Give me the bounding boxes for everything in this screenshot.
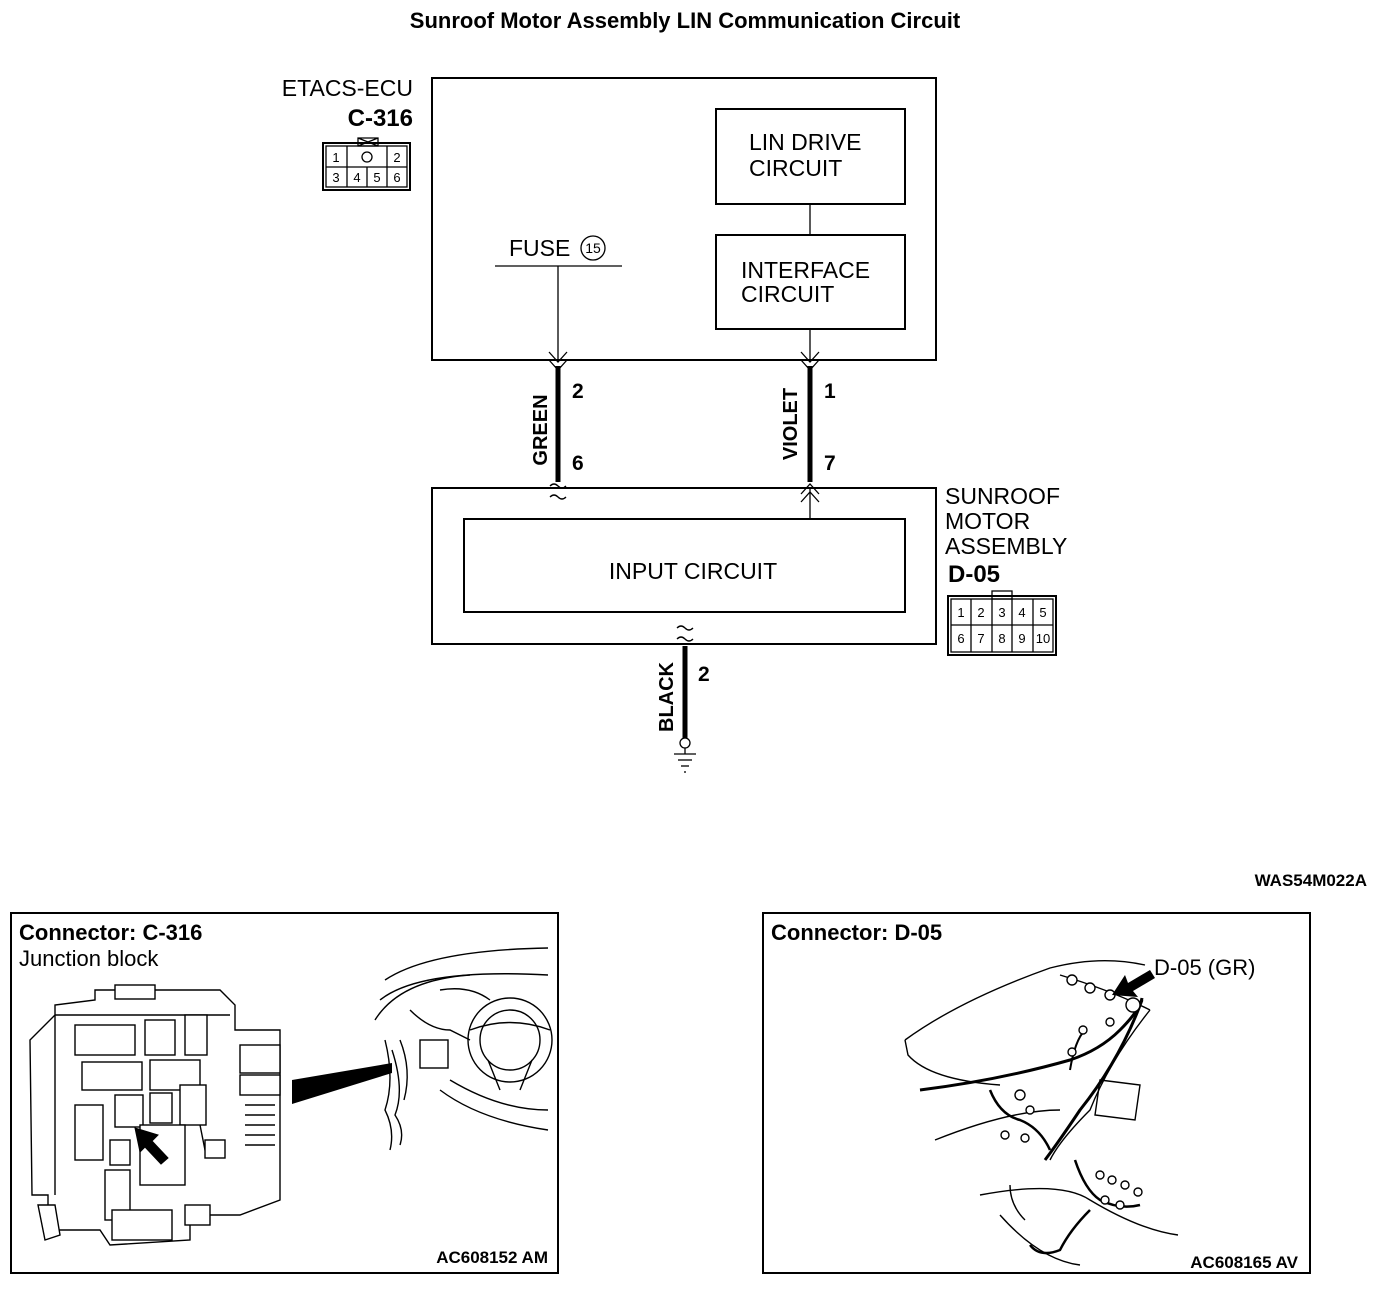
violet-pin-top: 1	[824, 380, 836, 403]
fuse-label: FUSE	[509, 235, 570, 261]
c316-pin-1: 1	[332, 150, 339, 165]
diagram-title: Sunroof Motor Assembly LIN Communication…	[410, 8, 961, 33]
roof-harness-illustration	[904, 959, 1179, 1266]
connector-panel-d05	[762, 912, 1311, 1274]
interface-label-line2: CIRCUIT	[741, 281, 834, 307]
panel-c316-code: AC608152 AM	[436, 1248, 548, 1267]
d05-pin-5: 5	[1039, 605, 1046, 620]
violet-wire	[800, 351, 820, 503]
d05-location-arrow	[1112, 970, 1155, 997]
etacs-ecu-label: ETACS-ECU	[282, 75, 413, 101]
c316-connector-label: C-316	[348, 105, 413, 132]
c316-pin-4: 4	[353, 170, 360, 185]
ground-icon	[674, 753, 696, 773]
c316-pin-2: 2	[393, 150, 400, 165]
d05-pin-2: 2	[977, 605, 984, 620]
connector-panel-c316	[10, 912, 559, 1274]
c316-connector-face: 1 2 3 4 5 6	[322, 137, 411, 191]
sunroof-label-line2: MOTOR	[945, 508, 1030, 534]
sunroof-label-line3: ASSEMBLY	[945, 533, 1067, 559]
black-pin: 2	[698, 663, 710, 686]
black-wire-label: BLACK	[656, 661, 678, 732]
sunroof-label-line1: SUNROOF	[945, 483, 1060, 509]
violet-wire-label: VIOLET	[780, 388, 802, 460]
d05-pin-6: 6	[957, 631, 964, 646]
interface-label-line1: INTERFACE	[741, 257, 870, 283]
lin-drive-label-line1: LIN DRIVE	[749, 129, 861, 155]
d05-pin-8: 8	[998, 631, 1005, 646]
panel-d05-callout: D-05 (GR)	[1154, 955, 1255, 980]
c316-pin-6: 6	[393, 170, 400, 185]
d05-connector-label: D-05	[948, 561, 1000, 588]
zoom-pointer	[292, 1063, 392, 1104]
sunroof-motor-box	[431, 487, 937, 645]
d05-pin-4: 4	[1018, 605, 1025, 620]
junction-block-illustration	[29, 984, 281, 1246]
input-circuit-label: INPUT CIRCUIT	[609, 558, 777, 584]
green-pin-bottom: 6	[572, 452, 584, 475]
green-wire-label: GREEN	[530, 394, 552, 465]
input-circuit-box	[463, 518, 906, 613]
panel-d05-title: Connector: D-05	[771, 920, 942, 945]
d05-pin-10: 10	[1036, 631, 1050, 646]
fuse-number-circle	[580, 235, 606, 261]
green-wire	[548, 351, 568, 500]
d05-pin-3: 3	[998, 605, 1005, 620]
lin-drive-label-line2: CIRCUIT	[749, 155, 842, 181]
green-pin-top: 2	[572, 380, 584, 403]
violet-pin-bottom: 7	[824, 452, 836, 475]
junction-block-arrow	[134, 1127, 169, 1165]
d05-pin-1: 1	[957, 605, 964, 620]
panel-d05-code: AC608165 AV	[1190, 1253, 1298, 1272]
etacs-ecu-box	[431, 77, 937, 361]
d05-pin-9: 9	[1018, 631, 1025, 646]
panel-c316-subtitle: Junction block	[19, 946, 159, 971]
dashboard-illustration	[374, 947, 553, 1151]
d05-pin-7: 7	[977, 631, 984, 646]
d05-connector-face: 1 2 3 4 5 6 7 8 9 10	[947, 590, 1057, 656]
c316-pin-5: 5	[373, 170, 380, 185]
figure-code: WAS54M022A	[1255, 871, 1367, 890]
black-wire	[676, 625, 694, 754]
c316-pin-3: 3	[332, 170, 339, 185]
panel-c316-title: Connector: C-316	[19, 920, 202, 945]
fuse-number: 15	[585, 240, 601, 256]
